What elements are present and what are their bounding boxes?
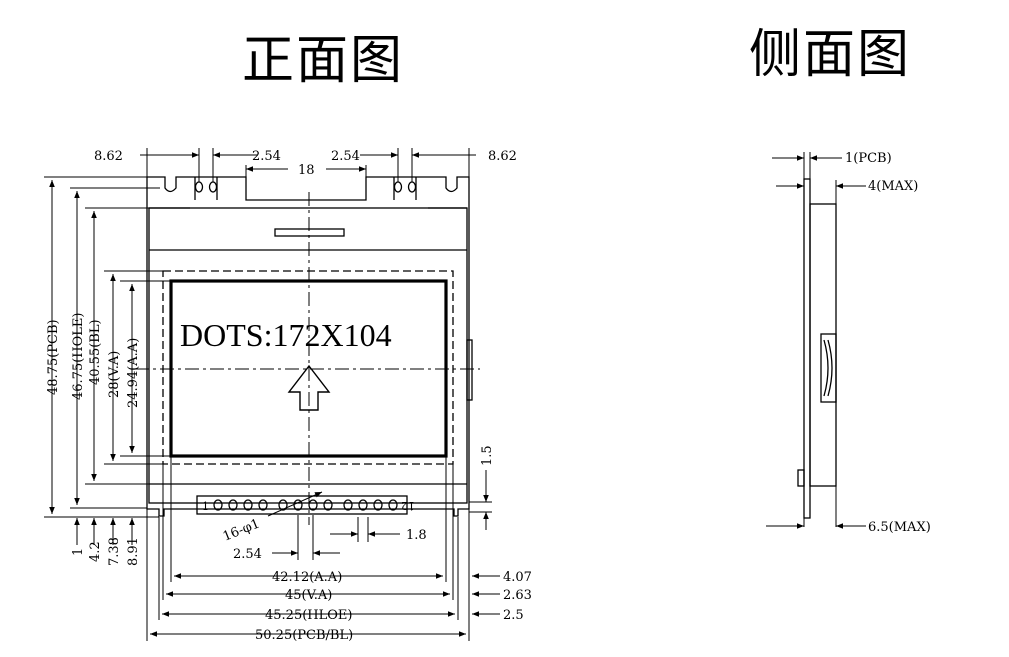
- dim-hole-width: 45.25(HLOE): [265, 608, 352, 623]
- dim-4-2: 4.2: [88, 541, 103, 562]
- dim-side-max65: 6.5(MAX): [868, 520, 931, 535]
- viewing-area: [162, 270, 454, 465]
- display-text: DOTS:172X104: [180, 317, 392, 353]
- dim-4-07: 4.07: [503, 570, 532, 585]
- dim-top-right: 8.62: [488, 149, 517, 164]
- pcb-outline: [146, 176, 470, 517]
- dim-center: 18: [298, 163, 315, 178]
- dim-1: 1: [71, 548, 86, 556]
- pin12-label: 12: [401, 499, 415, 512]
- dim-va-width: 45(V.A): [285, 588, 332, 603]
- dim-2-5: 2.5: [503, 608, 524, 623]
- top-pins-right: [393, 177, 417, 200]
- front-view-title: 正面图: [242, 31, 405, 91]
- backlight-frame: [148, 207, 468, 504]
- dim-pcb-width: 50.25(PCB/BL): [255, 628, 353, 643]
- dim-1-5: 1.5: [480, 445, 495, 466]
- dim-2-63: 2.63: [503, 588, 532, 603]
- dim-7-38: 7.38: [107, 537, 122, 566]
- dim-8-91: 8.91: [126, 537, 141, 566]
- dim-pitch-bottom: 2.54: [233, 547, 262, 562]
- dim-hole-height: 46.75(HOLE): [71, 313, 86, 400]
- dim-aa-width: 42.12(A.A): [272, 570, 342, 585]
- dim-pin-width: 1.8: [406, 528, 427, 543]
- side-view-title: 侧面图: [749, 25, 912, 85]
- dim-top-left: 8.62: [94, 149, 123, 164]
- side-pcb: [803, 178, 811, 519]
- side-module: [809, 203, 837, 487]
- dim-aa-height: 24.94(A.A): [126, 338, 141, 408]
- dim-bl-height: 40.55(BL): [88, 319, 103, 385]
- dim-pitch-left: 2.54: [252, 149, 281, 164]
- dim-va-height: 28(V.A): [107, 351, 122, 398]
- dim-pitch-right: 2.54: [331, 149, 360, 164]
- dim-holes: 16-φ1: [221, 516, 262, 544]
- top-pins-left: [194, 177, 218, 200]
- dim-pcb-height: 48.75(PCB): [46, 319, 61, 395]
- dim-side-pcb: 1(PCB): [845, 151, 892, 166]
- bottom-pins: [196, 495, 408, 515]
- dim-side-max4: 4(MAX): [868, 179, 918, 194]
- pin1-label: 1: [202, 500, 209, 513]
